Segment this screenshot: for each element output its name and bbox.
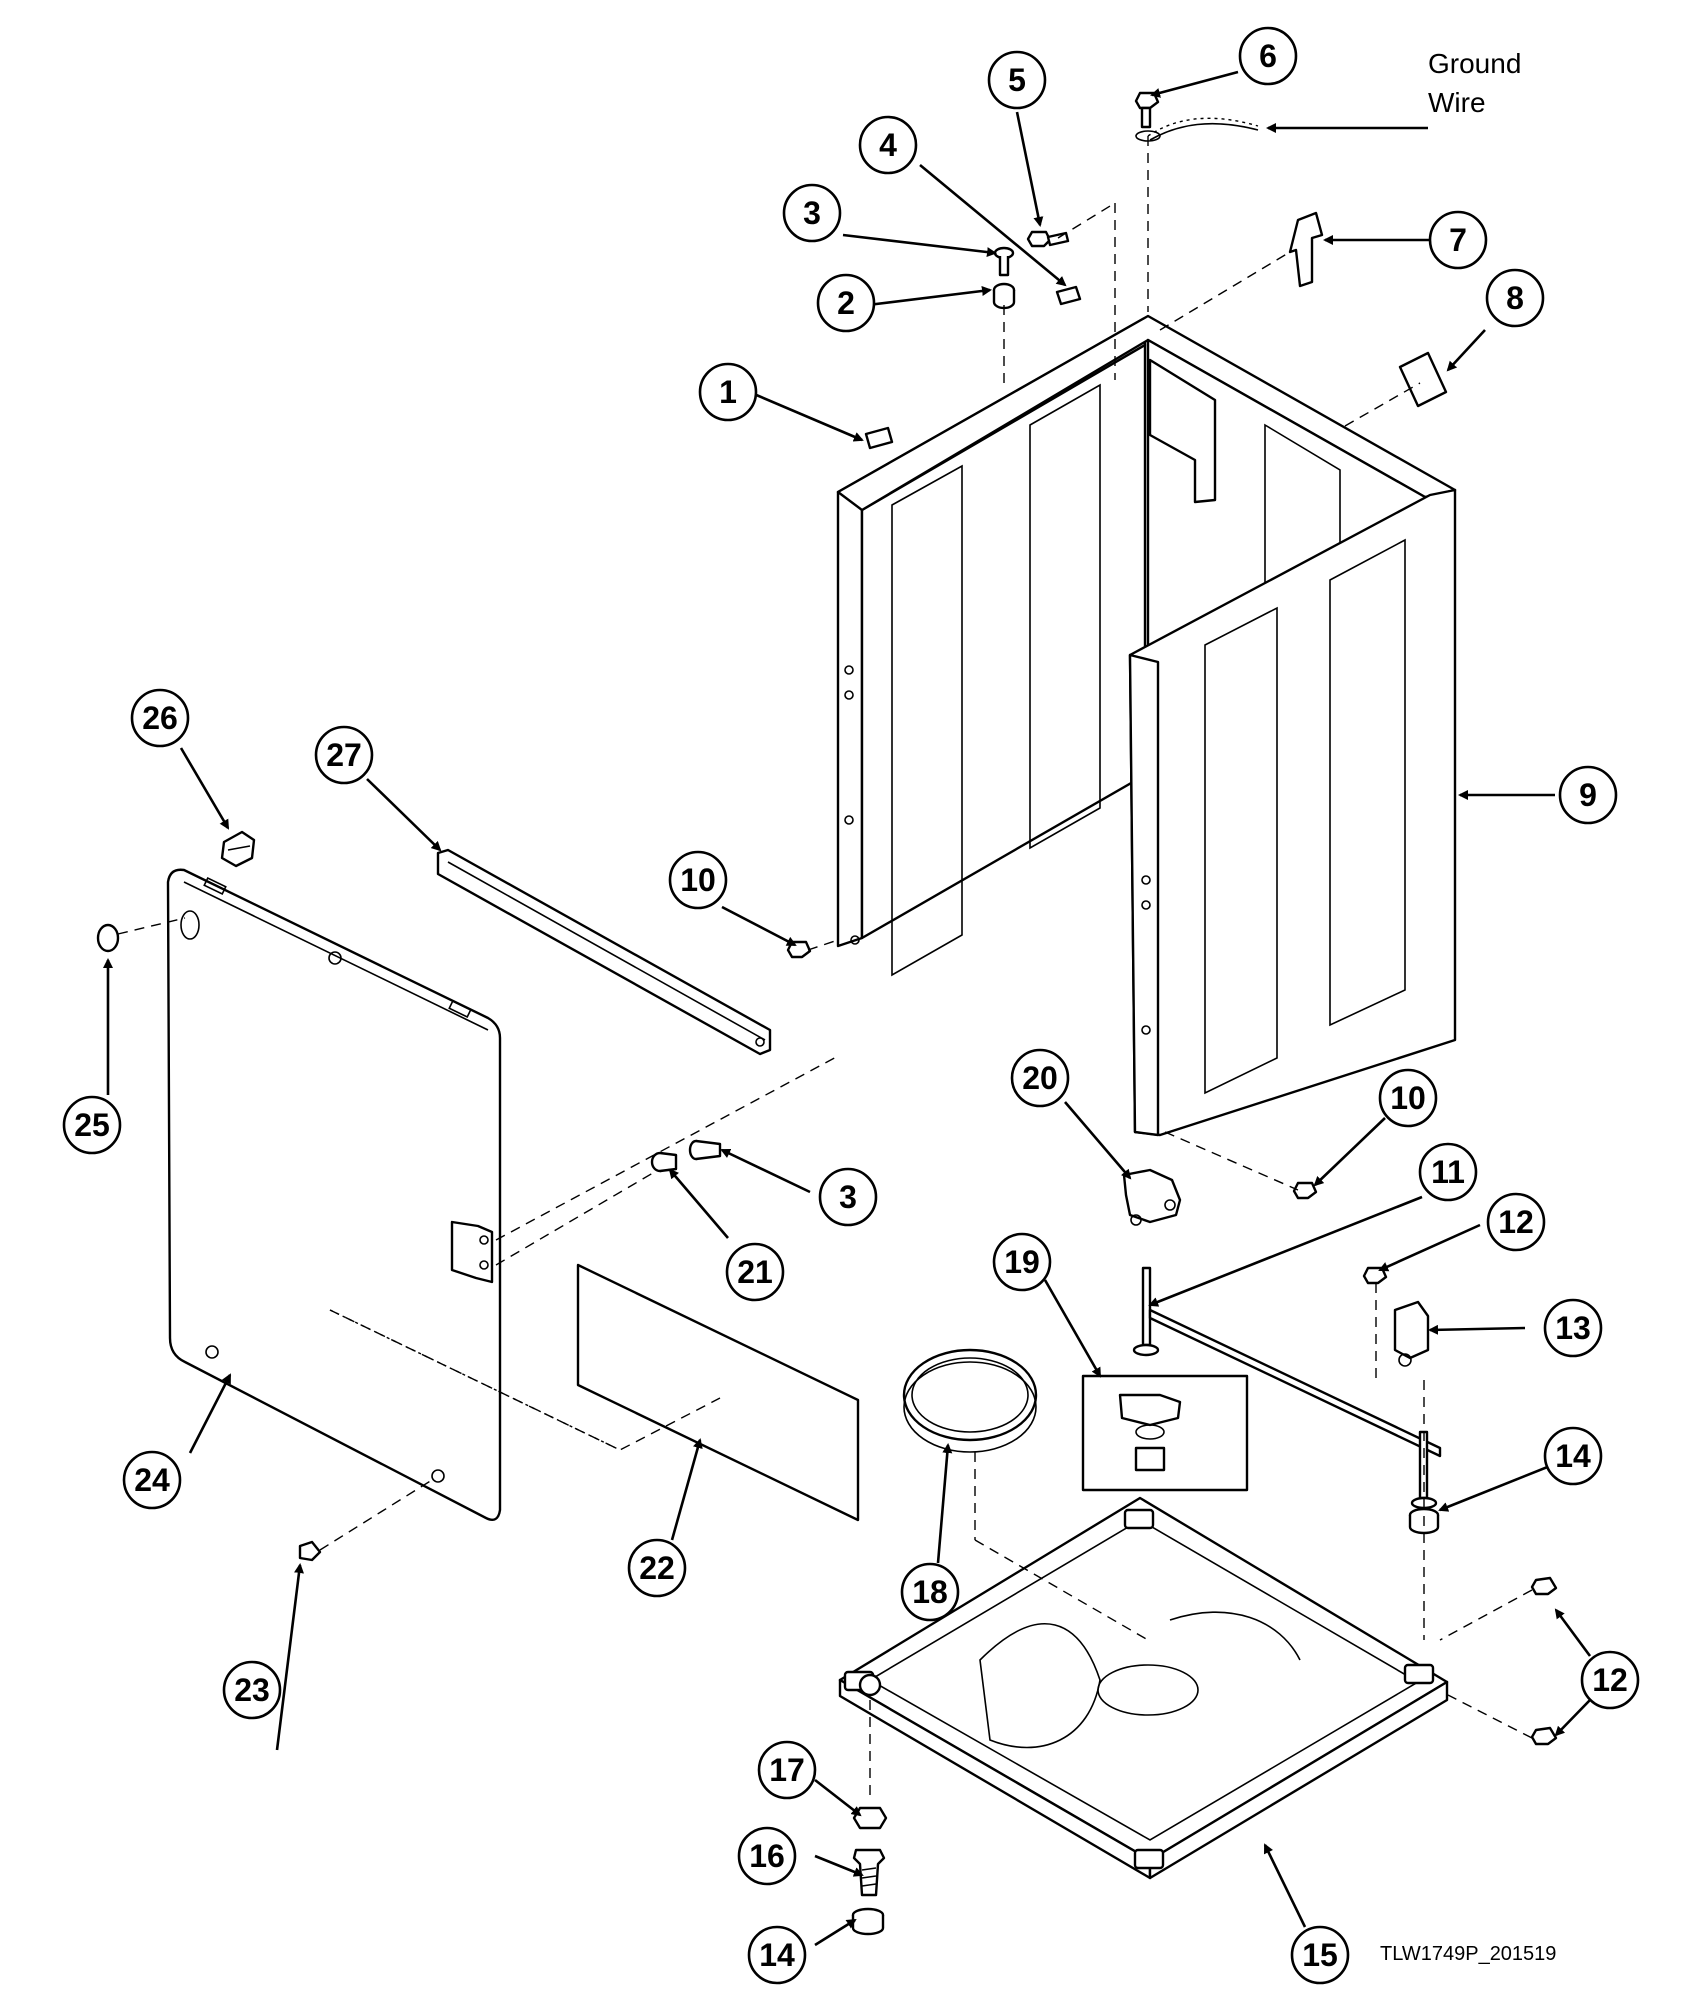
- leveling-leg: [851, 1700, 888, 1936]
- callout-label: 2: [837, 285, 855, 321]
- ground-wire-label-line1: Ground: [1428, 48, 1521, 79]
- callout-label: 9: [1579, 777, 1597, 813]
- callout-24: 24: [122, 1450, 182, 1510]
- callout-19: 19: [992, 1232, 1052, 1292]
- callout-16: 16: [737, 1826, 797, 1886]
- callout-label: 4: [879, 127, 897, 163]
- mount-bracket: [1122, 1168, 1182, 1226]
- callout-8: 8: [1485, 268, 1545, 328]
- callout-14-left: 14: [747, 1925, 807, 1985]
- callout-17: 17: [757, 1740, 817, 1800]
- callout-label: 11: [1431, 1154, 1465, 1190]
- callout-14-right: 14: [1543, 1426, 1603, 1486]
- callout-label: 24: [134, 1462, 170, 1498]
- callout-label: 10: [1390, 1080, 1426, 1116]
- callout-label: 27: [326, 737, 362, 773]
- callout-12-upper: 12: [1486, 1192, 1546, 1252]
- ground-wire-label-line2: Wire: [1428, 87, 1486, 118]
- plug: [96, 917, 186, 953]
- callout-label: 17: [769, 1752, 805, 1788]
- callout-label: 19: [1004, 1244, 1040, 1280]
- callout-11: 11: [1418, 1142, 1478, 1202]
- callout-18: 18: [900, 1562, 960, 1622]
- cabinet: [836, 314, 1457, 1137]
- callout-7: 7: [1428, 210, 1488, 270]
- callout-26: 26: [130, 688, 190, 748]
- callout-label: 12: [1498, 1204, 1534, 1240]
- kit-box: [1081, 1374, 1249, 1492]
- reference-code: TLW1749P_201519: [1380, 1943, 1556, 1965]
- callout-20: 20: [1010, 1048, 1070, 1108]
- callout-label: 20: [1022, 1060, 1058, 1096]
- callout-10-upper: 10: [668, 850, 728, 910]
- base-frame: [838, 1496, 1449, 1880]
- callout-label: 6: [1259, 38, 1277, 74]
- clip: [220, 830, 256, 868]
- callout-label: 26: [142, 700, 178, 736]
- callout-label: 5: [1008, 62, 1026, 98]
- callout-4: 4: [858, 115, 918, 175]
- callout-label: 22: [639, 1550, 675, 1586]
- callout-label: 10: [680, 862, 716, 898]
- callout-10-lower: 10: [1378, 1068, 1438, 1128]
- callout-12-lower: 12: [1580, 1650, 1640, 1710]
- assembly-lines-top: [807, 136, 1421, 1191]
- callout-23: 23: [222, 1660, 282, 1720]
- callout-1: 1: [698, 362, 758, 422]
- callout-22: 22: [627, 1538, 687, 1598]
- top-hardware: [786, 91, 1448, 1200]
- leader-lines: [103, 70, 1592, 1947]
- callout-label: 23: [234, 1672, 270, 1708]
- callout-label: 12: [1592, 1662, 1628, 1698]
- callout-label: 3: [839, 1179, 857, 1215]
- callout-label: 15: [1302, 1937, 1338, 1973]
- callout-label: 8: [1506, 280, 1524, 316]
- washer-right: [1408, 1380, 1440, 1640]
- assembly-lines-front: [329, 1054, 841, 1451]
- bottom-screw: [298, 1479, 433, 1562]
- callout-label: 18: [912, 1574, 948, 1610]
- callout-15: 15: [1290, 1925, 1350, 1985]
- callout-label: 13: [1555, 1310, 1591, 1346]
- rod-bracket: [1393, 1300, 1430, 1367]
- callout-label: 14: [1555, 1438, 1591, 1474]
- callout-2: 2: [816, 273, 876, 333]
- callout-27: 27: [314, 725, 374, 785]
- callout-13: 13: [1543, 1298, 1603, 1358]
- callout-3-mid: 3: [818, 1167, 878, 1227]
- top-rail: [436, 848, 772, 1056]
- mid-hardware: [650, 1139, 722, 1173]
- callout-5: 5: [987, 50, 1047, 110]
- callout-3-top: 3: [782, 183, 842, 243]
- callout-6: 6: [1238, 26, 1298, 86]
- callout-label: 14: [759, 1937, 795, 1973]
- front-panel: [166, 868, 621, 1521]
- callout-label: 1: [719, 374, 737, 410]
- callout-label: 16: [749, 1838, 785, 1874]
- callout-label: 7: [1449, 222, 1467, 258]
- callout-9: 9: [1558, 765, 1618, 825]
- suspension-rod: [1132, 1266, 1442, 1510]
- callout-label: 21: [737, 1254, 773, 1290]
- front-label: [576, 1263, 860, 1522]
- callout-25: 25: [62, 1095, 122, 1155]
- tub-ring: [902, 1348, 1149, 1641]
- callout-21: 21: [725, 1242, 785, 1302]
- callout-label: 3: [803, 195, 821, 231]
- callout-label: 25: [74, 1107, 110, 1143]
